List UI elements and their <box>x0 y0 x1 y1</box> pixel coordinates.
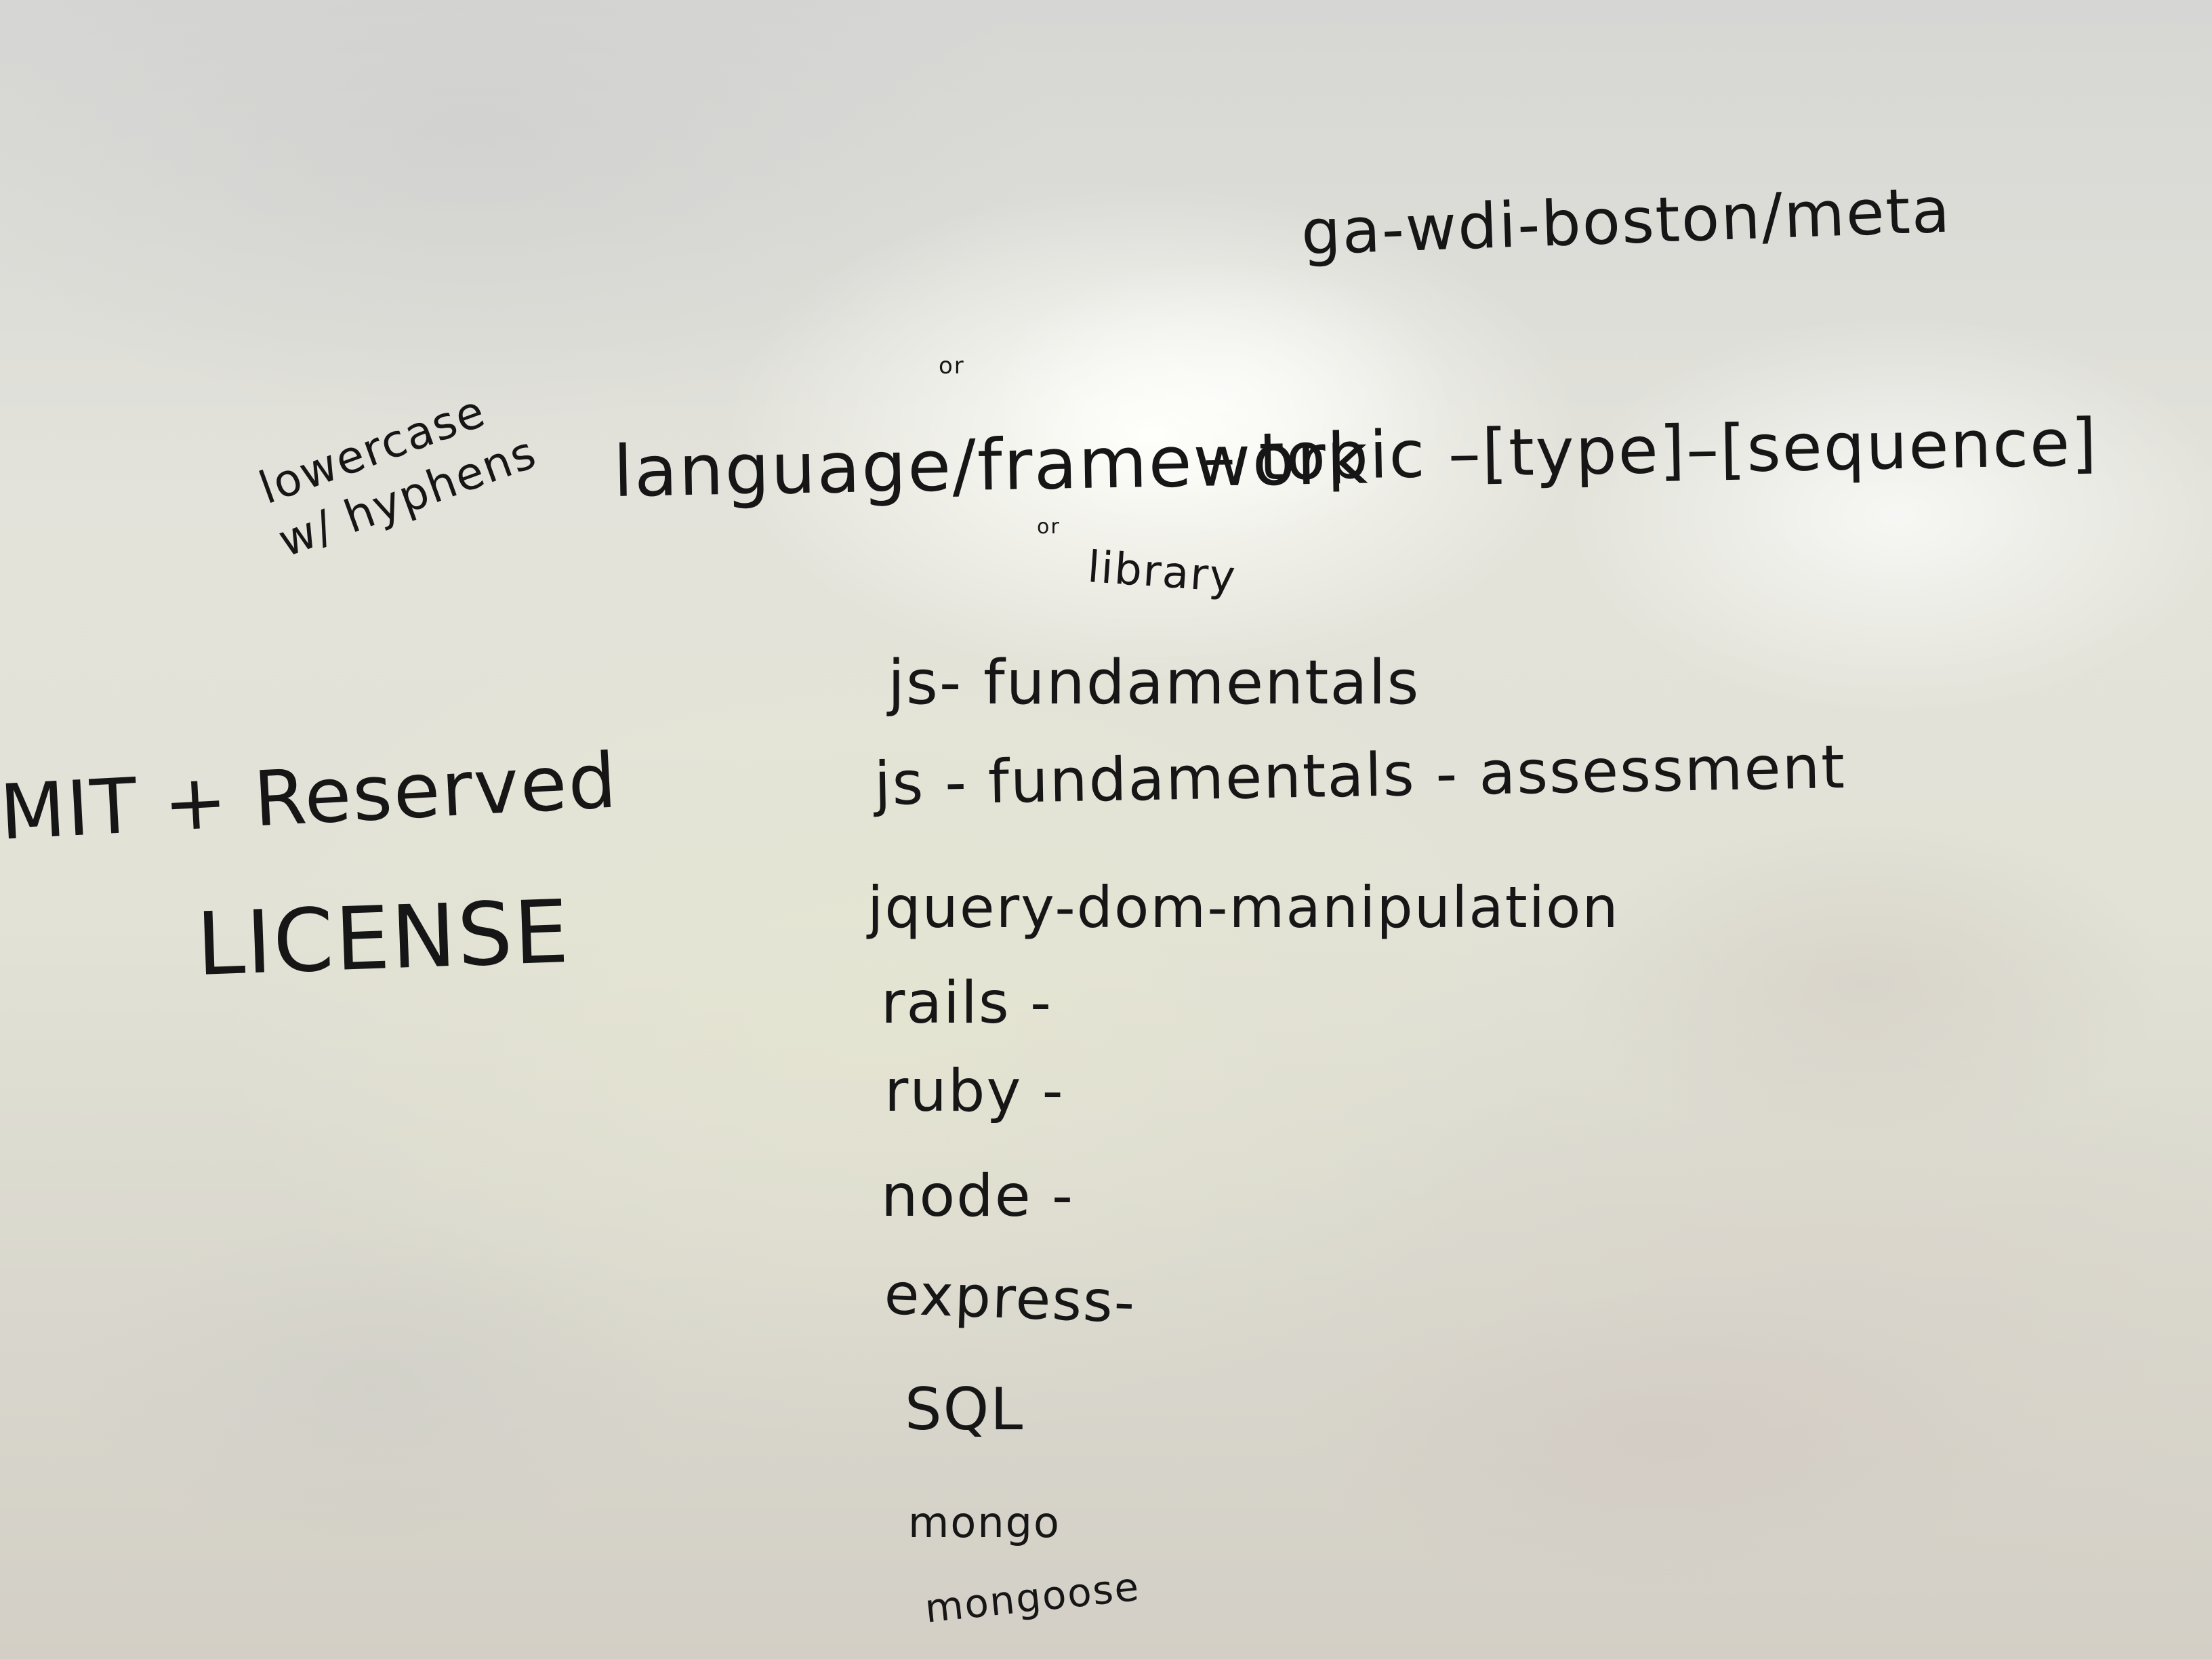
pattern-or-below: or <box>1037 515 1061 539</box>
repo-header: ga-wdi-boston/meta <box>1300 173 1952 269</box>
side-note: lowercase w/ hyphens <box>252 384 544 567</box>
license-line-2: LICENSE <box>194 881 572 996</box>
example-express: express- <box>883 1261 1137 1336</box>
example-js-fundamentals-assessment: js - fundamentals - assessment <box>874 731 1847 819</box>
pattern-rest: – topic –[type]–[sequence] <box>1202 404 2099 496</box>
example-jquery-dom-manipulation: jquery-dom-manipulation <box>867 874 1620 941</box>
pattern-library: library <box>1086 542 1238 603</box>
example-sql: SQL <box>905 1376 1025 1443</box>
smudge <box>68 1220 678 1559</box>
pattern-or-above: or <box>939 352 965 380</box>
example-js-fundamentals: js- fundamentals <box>888 647 1420 718</box>
license-line-1: MIT + Reserved <box>0 737 620 857</box>
example-ruby: ruby - <box>884 1057 1065 1125</box>
example-rails: rails - <box>881 969 1053 1037</box>
example-mongoose: mongoose <box>922 1563 1143 1632</box>
smudge <box>1559 813 2169 1152</box>
example-node: node - <box>881 1162 1074 1230</box>
example-mongo: mongo <box>908 1498 1061 1547</box>
smudge <box>1288 1288 2033 1593</box>
